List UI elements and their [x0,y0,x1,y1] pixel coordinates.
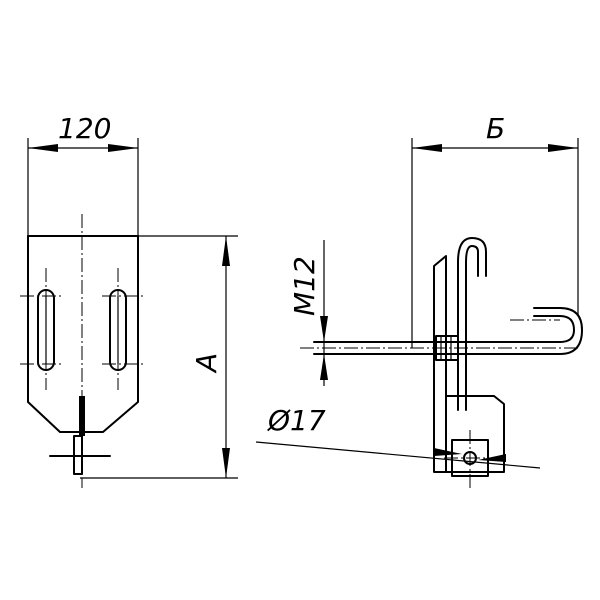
left-slot [20,268,62,390]
dim-120: 120 [27,112,139,236]
dim-m12-label: M12 [288,256,321,316]
side-bottom-bracket [445,395,505,473]
front-view: 120 А [20,112,238,488]
side-view: Б M12 Ø17 [255,112,583,490]
dim-m12: M12 [288,240,328,386]
dim-d17: Ø17 [255,404,541,469]
dim-b-label: Б [486,112,505,145]
dim-a: А [80,235,238,479]
front-bolt [49,396,111,475]
dim-d17-label: Ø17 [267,404,326,437]
dim-120-label: 120 [58,112,111,145]
side-plate [433,255,447,473]
dim-a-label: А [190,353,223,374]
threaded-rod [300,307,583,361]
right-slot [102,268,146,390]
dim-b: Б [411,112,579,348]
j-hook [457,237,487,411]
